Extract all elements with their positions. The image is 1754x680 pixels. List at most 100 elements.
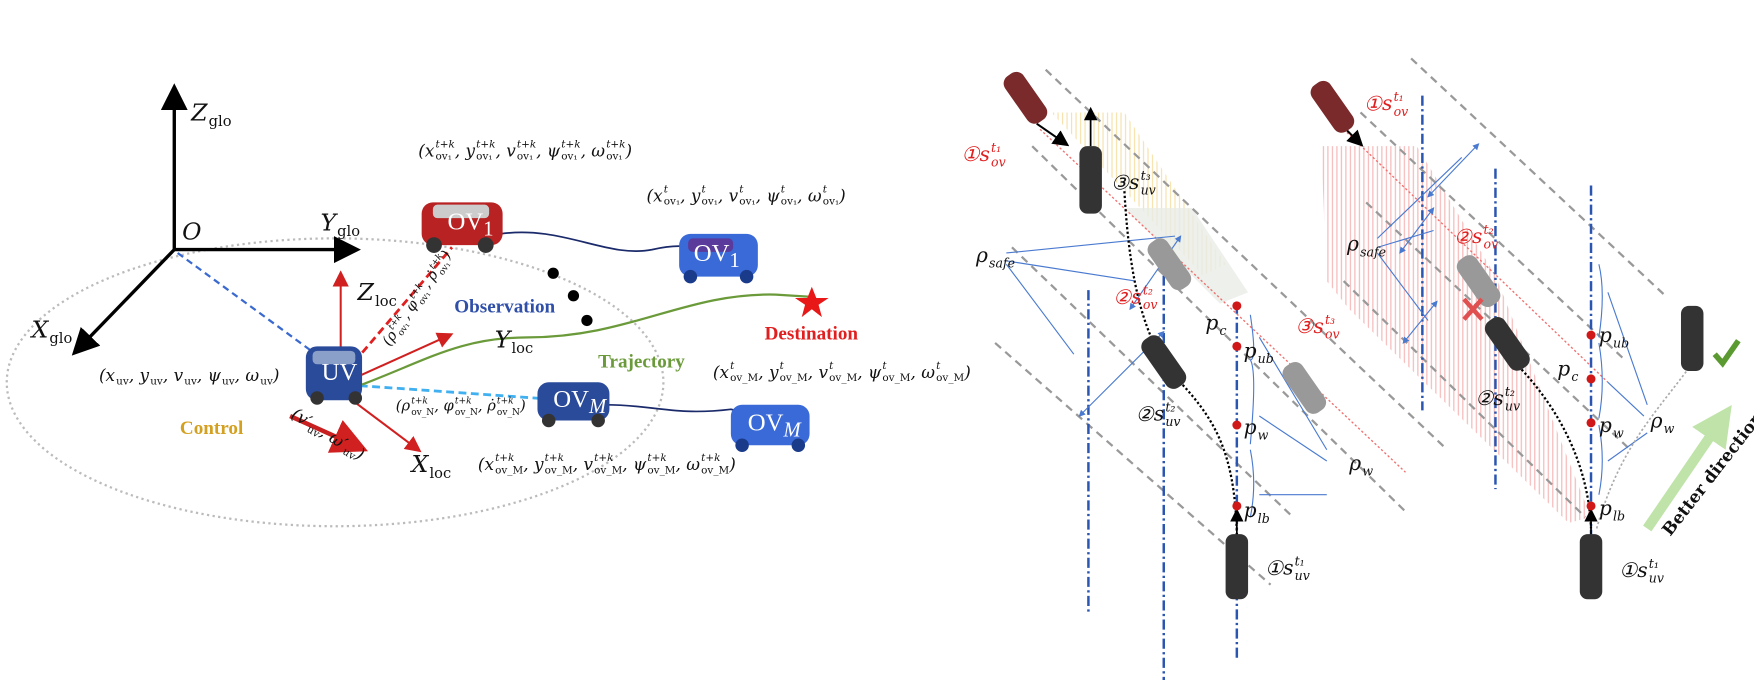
math-superscript: t	[730, 359, 735, 373]
math-base: , ω	[580, 140, 606, 161]
math-subscript: uv	[1294, 569, 1310, 584]
math-base: ρ	[975, 244, 988, 269]
math-subscript: w	[1663, 422, 1675, 437]
math-term: )	[964, 363, 971, 381]
math-superscript: t	[780, 183, 785, 196]
math-base: ρ	[1347, 233, 1359, 257]
local-axes	[332, 270, 454, 453]
observation-label: Observation	[454, 295, 556, 318]
ovm-sub: M	[783, 418, 801, 442]
math-base: s	[1313, 315, 1324, 339]
math-subscript: ov_N	[411, 406, 435, 417]
math-base: , ω	[234, 365, 260, 386]
ov1-predicted-car-image	[679, 233, 758, 284]
math-base: , φ	[434, 398, 454, 416]
math-base: , y	[523, 453, 544, 475]
math-subscript: ov₁	[663, 195, 681, 209]
ovm-car-image	[537, 382, 610, 428]
math-base: )	[272, 365, 280, 386]
math-superscript: t+k	[435, 138, 455, 151]
math-base: , ω	[675, 453, 701, 475]
math-base: (ρ	[395, 398, 411, 416]
math-scripts: uv	[116, 363, 129, 388]
math-superscript	[260, 363, 273, 376]
math-base: s	[1131, 286, 1142, 310]
math-superscript: t+k	[544, 452, 564, 465]
math-subscript: ov_M	[701, 464, 730, 477]
ov1-car-image	[421, 202, 503, 253]
math-superscript: t	[882, 359, 887, 373]
math-term: Z loc	[358, 275, 397, 310]
math-base: )	[729, 453, 736, 475]
ov-car-t1	[1310, 80, 1355, 133]
math-superscript	[1258, 497, 1270, 512]
math-term: p lb	[1599, 495, 1625, 525]
math-superscript: t+k	[606, 138, 626, 151]
math-term: p w	[1244, 414, 1269, 444]
math-term: ρ safe	[1347, 231, 1386, 261]
math-superscript	[209, 96, 232, 114]
math-scripts: loc	[375, 275, 397, 310]
math-base: p	[1598, 414, 1612, 438]
math-superscript: t₃	[1140, 168, 1151, 184]
math-superscript: t	[779, 359, 784, 373]
check-icon	[1712, 339, 1741, 368]
math-superscript	[222, 363, 235, 376]
math-subscript: ov_N	[496, 406, 520, 417]
math-base: , ρ̇	[477, 398, 496, 416]
math-superscript	[511, 323, 533, 341]
math-term: X loc	[412, 448, 452, 483]
p-c-label: p c	[1557, 355, 1578, 385]
math-term: p ub	[1244, 337, 1274, 367]
uv-car-t3	[1079, 146, 1102, 214]
ellipsis-dot	[567, 290, 580, 302]
math-subscript: ov	[1142, 298, 1158, 314]
math-base: (x	[646, 185, 663, 206]
x-glo-label: X glo	[31, 313, 72, 348]
math-base: , ω	[797, 185, 822, 206]
math-subscript: w	[1612, 426, 1624, 442]
math-term: )	[729, 456, 736, 473]
math-base: Z	[191, 99, 208, 127]
math-scripts: c	[1571, 355, 1578, 385]
math-subscript: w	[1362, 464, 1374, 480]
math-subscript: ov_M	[936, 372, 965, 385]
math-superscript	[1258, 414, 1269, 429]
ovm-car-label: OVM	[553, 385, 606, 419]
step-number: ①	[1363, 92, 1383, 117]
math-term: p c	[1205, 309, 1226, 339]
math-subscript: ov_M	[730, 372, 759, 385]
global-axes	[71, 83, 361, 356]
step-number: ③	[1295, 315, 1314, 339]
ov-ghost-car-t2	[1456, 255, 1501, 308]
uv-state-label: (x uv, y uv, v uv, ψ uv, ω uv)	[99, 363, 280, 388]
